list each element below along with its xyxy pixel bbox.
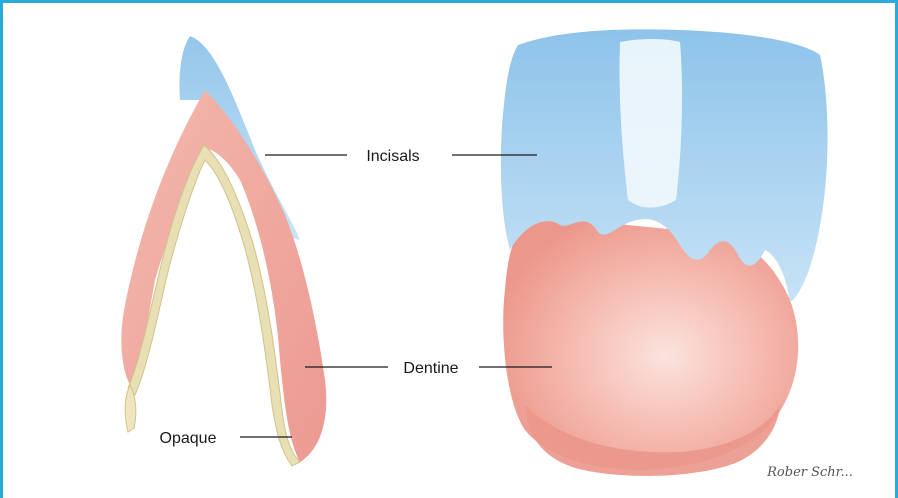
front-view-incisal-highlight <box>619 39 682 208</box>
incisals-label: Incisals <box>366 148 419 165</box>
opaque-label: Opaque <box>160 430 217 447</box>
label-incisals: Incisals <box>265 148 537 165</box>
tooth-front-view <box>501 29 828 476</box>
tooth-cross-section <box>121 36 326 466</box>
cross-section-dentine-layer <box>121 90 326 462</box>
label-opaque: Opaque <box>160 430 292 447</box>
artist-signature: Rober Schr... <box>766 465 853 480</box>
dentine-label: Dentine <box>403 360 458 377</box>
